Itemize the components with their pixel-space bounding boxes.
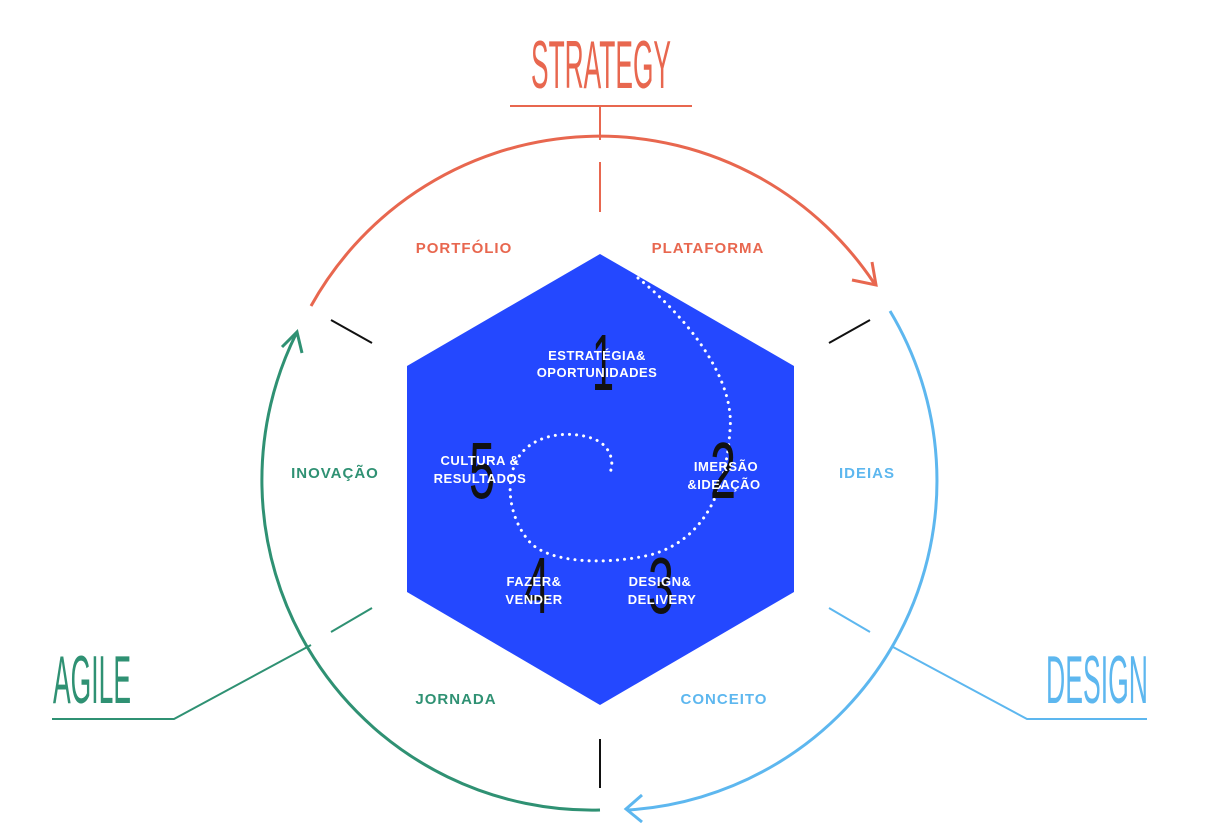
- step-2-label-line2: &IDEAÇÃO: [687, 477, 760, 492]
- agile-arc: [260, 333, 601, 812]
- divider-lower-left: [330, 607, 373, 633]
- design-arrowhead: [623, 793, 643, 823]
- step-4-number: 4: [524, 541, 550, 630]
- label-portfolio: PORTFÓLIO: [416, 239, 513, 257]
- step-5-label-line2: RESULTADOS: [434, 471, 527, 486]
- step-4-label-line2: VENDER: [505, 592, 562, 607]
- strategy-arrowhead: [851, 261, 878, 287]
- divider-upper-left: [330, 319, 373, 344]
- label-conceito: CONCEITO: [681, 691, 768, 708]
- step-3-label-line1: DESIGN&: [629, 574, 692, 589]
- divider-lower-right: [828, 607, 871, 633]
- heading-strategy: STRATEGY: [531, 27, 671, 103]
- agile-arrowhead: [280, 329, 304, 354]
- step-5-label-line1: CULTURA &: [441, 453, 520, 468]
- agile-connector: [52, 644, 312, 720]
- strategy-arc: [309, 134, 876, 307]
- label-ideias: IDEIAS: [839, 465, 895, 482]
- step-2-label-line1: IMERSÃO: [694, 459, 758, 474]
- step-2-number: 2: [710, 426, 736, 515]
- step-4-label-line1: FAZER&: [507, 574, 562, 589]
- step-3-number: 3: [648, 541, 674, 630]
- step-1-label-line2: OPORTUNIDADES: [537, 365, 658, 380]
- step-3-label-line2: DELIVERY: [628, 592, 697, 607]
- label-plataforma: PLATAFORMA: [652, 240, 765, 257]
- heading-agile: AGILE: [53, 642, 131, 718]
- heading-design: DESIGN: [1046, 642, 1148, 718]
- step-1-label-line1: ESTRATÉGIA&: [548, 348, 646, 363]
- design-arc: [627, 310, 939, 812]
- label-jornada: JORNADA: [415, 691, 496, 708]
- design-connector: [892, 646, 1147, 720]
- central-hexagon: [407, 254, 794, 705]
- divider-upper-right: [828, 319, 871, 344]
- step-1-number: 1: [592, 318, 614, 407]
- label-inovacao: INOVAÇÃO: [291, 464, 379, 482]
- dotted-spiral: [508, 276, 732, 563]
- step-5-number: 5: [469, 426, 495, 515]
